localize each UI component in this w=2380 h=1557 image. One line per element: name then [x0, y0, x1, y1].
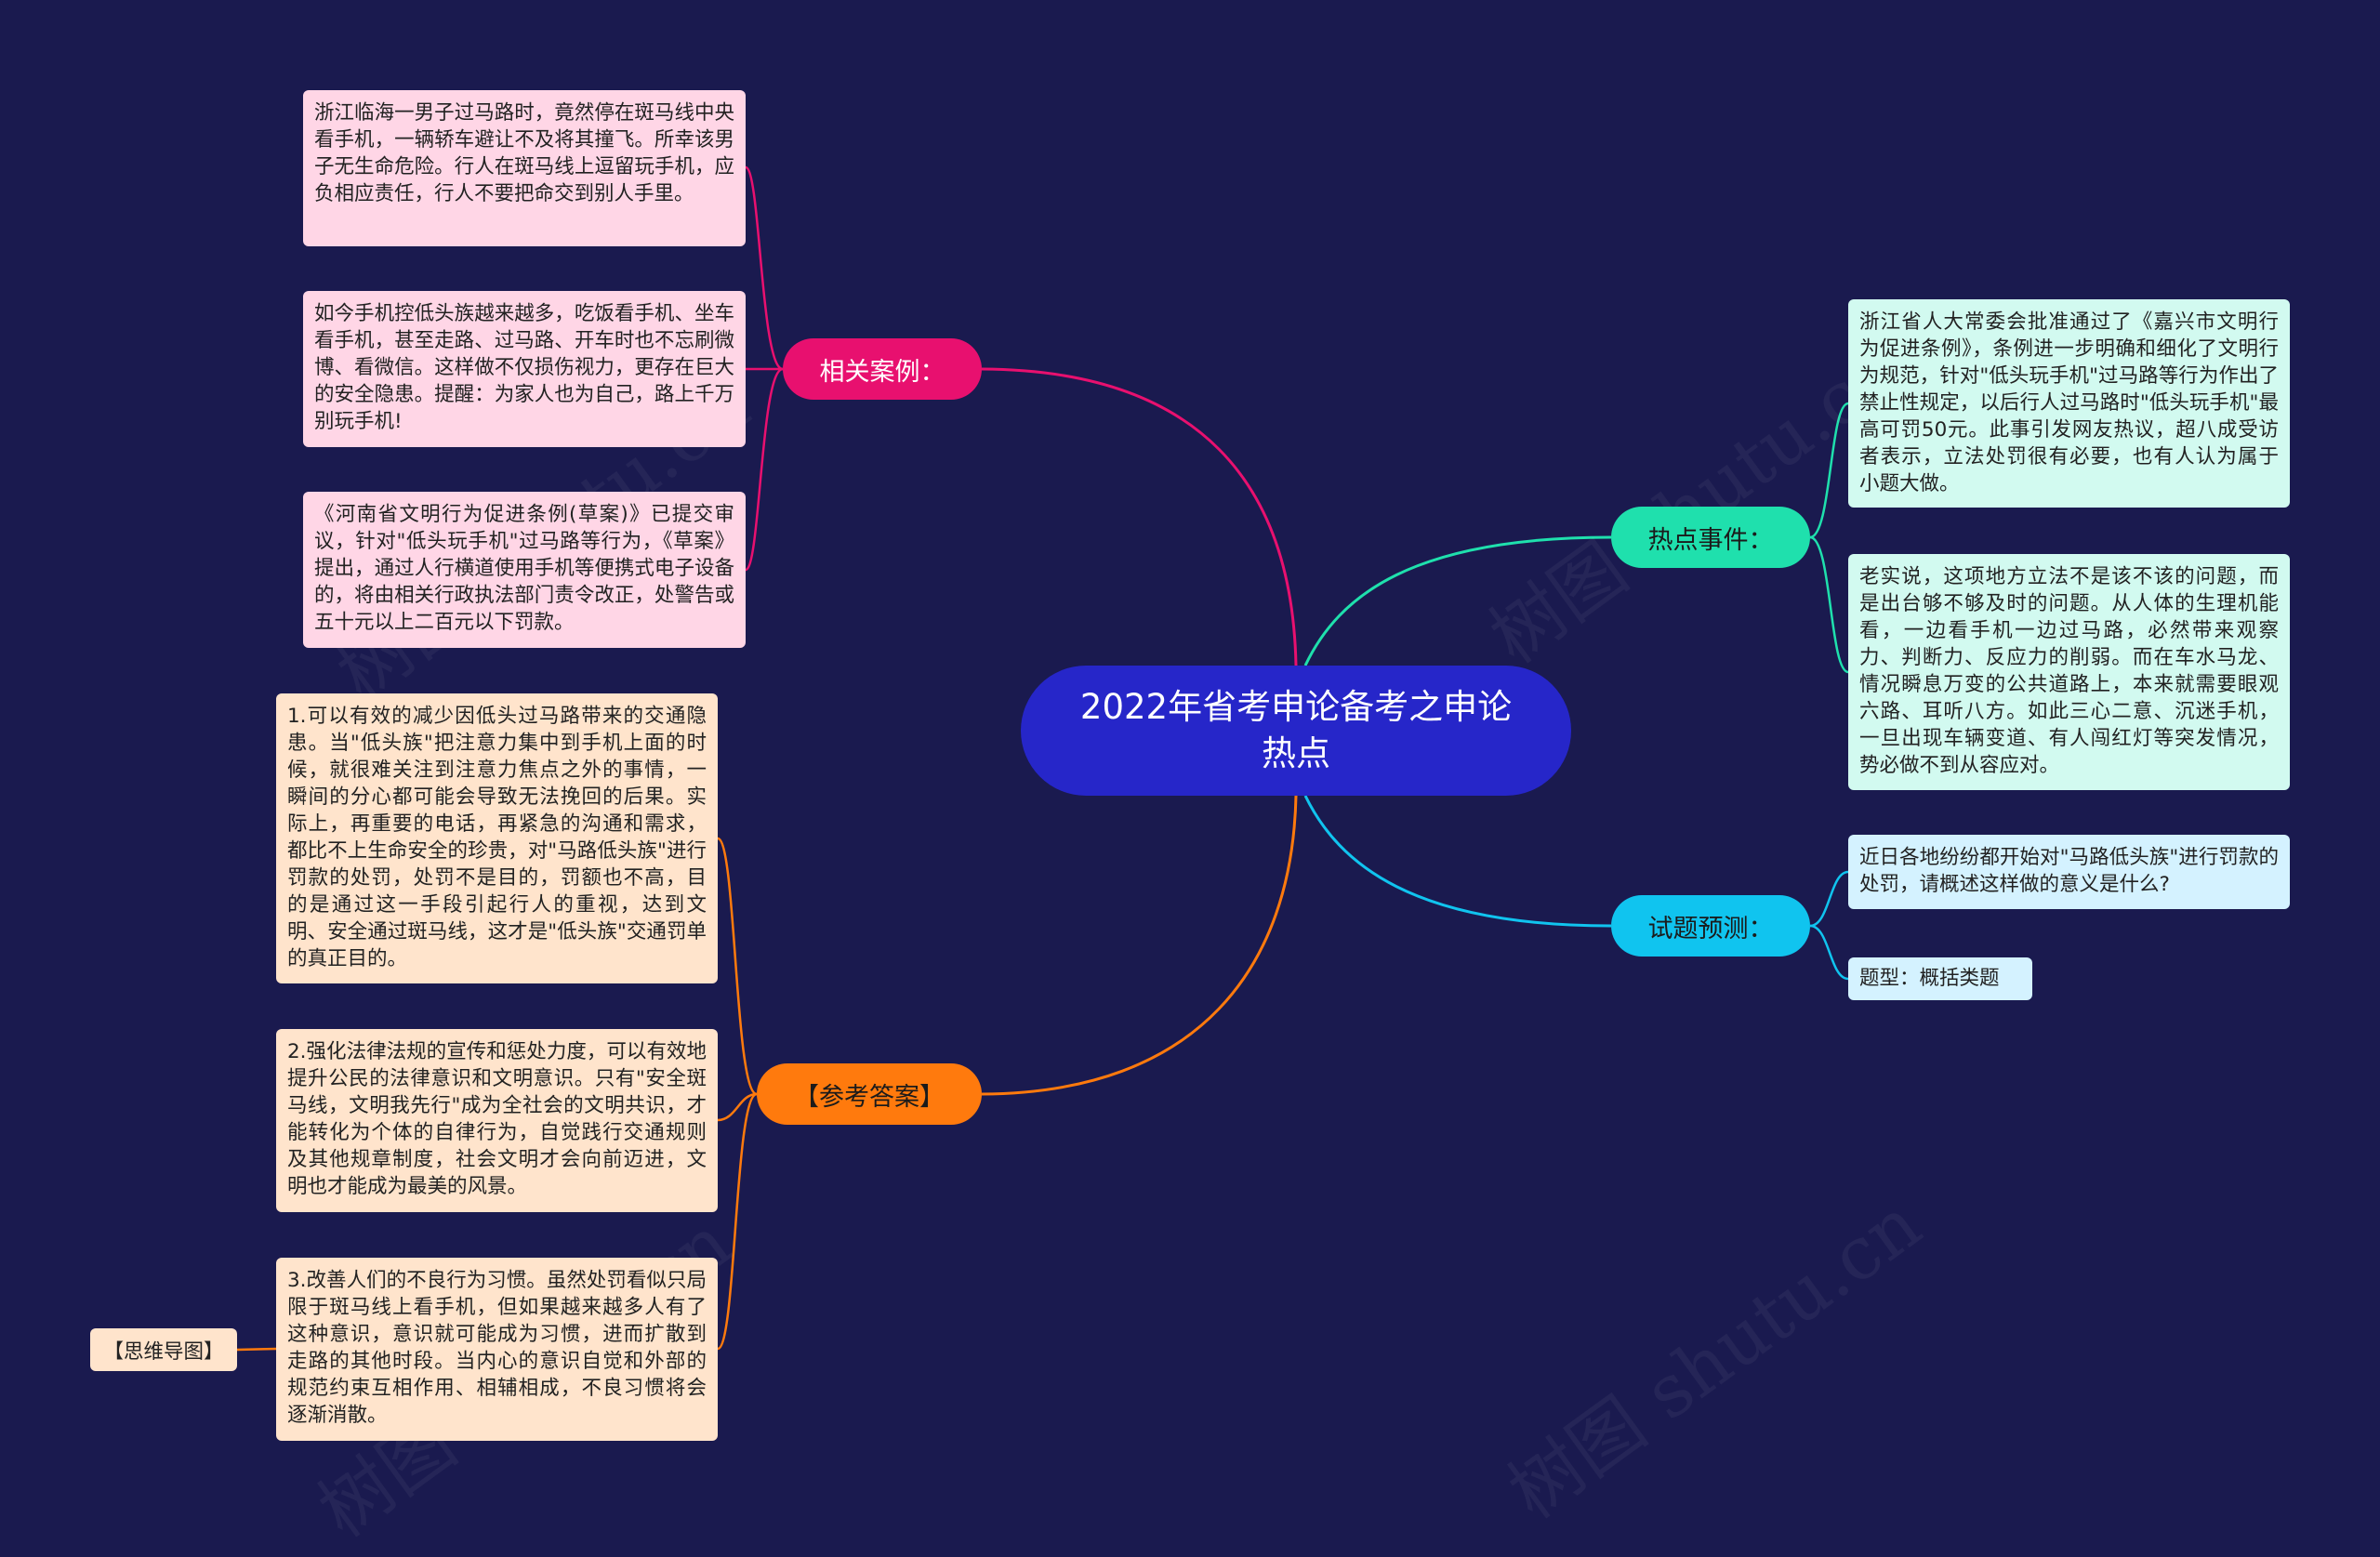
root-topic[interactable]: 2022年省考申论备考之申论热点: [1021, 666, 1571, 796]
link-root-prediction: [1303, 795, 1612, 928]
link-root-answer: [981, 795, 1298, 1096]
hot-event-item[interactable]: 老实说，这项地方立法不是该不该的问题，而是出台够不够及时的问题。从人体的生理机能…: [1848, 554, 2290, 790]
case-item[interactable]: 浙江临海一男子过马路时，竟然停在斑马线中央看手机，一辆轿车避让不及将其撞飞。所幸…: [303, 90, 746, 246]
link-hot-1: [1809, 402, 1849, 539]
prediction-question[interactable]: 近日各地纷纷都开始对"马路低头族"进行罚款的处罚，请概述这样做的意义是什么?: [1848, 835, 2290, 909]
branch-related-cases[interactable]: 相关案例：: [783, 338, 982, 400]
branch-reference-answer[interactable]: 【参考答案】: [757, 1063, 982, 1125]
link-pred-1: [1809, 870, 1849, 928]
case-item[interactable]: 如今手机控低头族越来越多，吃饭看手机、坐车看手机，甚至走路、过马路、开车时也不忘…: [303, 291, 746, 447]
link-answer3-tag: [236, 1347, 277, 1352]
answer-item[interactable]: 3.改善人们的不良行为习惯。虽然处罚看似只局限于斑马线上看手机，但如果越来越多人…: [276, 1258, 718, 1441]
branch-hot-events[interactable]: 热点事件：: [1611, 507, 1810, 568]
hot-event-item[interactable]: 浙江省人大常委会批准通过了《嘉兴市文明行为促进条例》，条例进一步明确和细化了文明…: [1848, 299, 2290, 508]
link-answer-1: [716, 837, 758, 1096]
mindmap-tag[interactable]: 【思维导图】: [90, 1328, 237, 1371]
branch-question-prediction[interactable]: 试题预测：: [1611, 895, 1810, 957]
link-cases-3: [744, 367, 784, 572]
link-cases-1: [744, 165, 784, 371]
link-answer-3: [716, 1092, 758, 1351]
case-item[interactable]: 《河南省文明行为促进条例(草案)》已提交审议，针对"低头玩手机"过马路等行为，《…: [303, 492, 746, 648]
answer-item[interactable]: 2.强化法律法规的宣传和惩处力度，可以有效地提升公民的法律意识和文明意识。只有"…: [276, 1029, 718, 1212]
link-hot-2: [1809, 535, 1849, 674]
prediction-question-type[interactable]: 题型：概括类题: [1848, 957, 2032, 1000]
link-root-cases: [981, 367, 1298, 666]
link-answer-2: [717, 1092, 758, 1122]
link-root-hot: [1303, 535, 1612, 666]
link-pred-2: [1809, 924, 1849, 981]
answer-item[interactable]: 1.可以有效的减少因低头过马路带来的交通隐患。当"低头族"把注意力集中到手机上面…: [276, 693, 718, 983]
